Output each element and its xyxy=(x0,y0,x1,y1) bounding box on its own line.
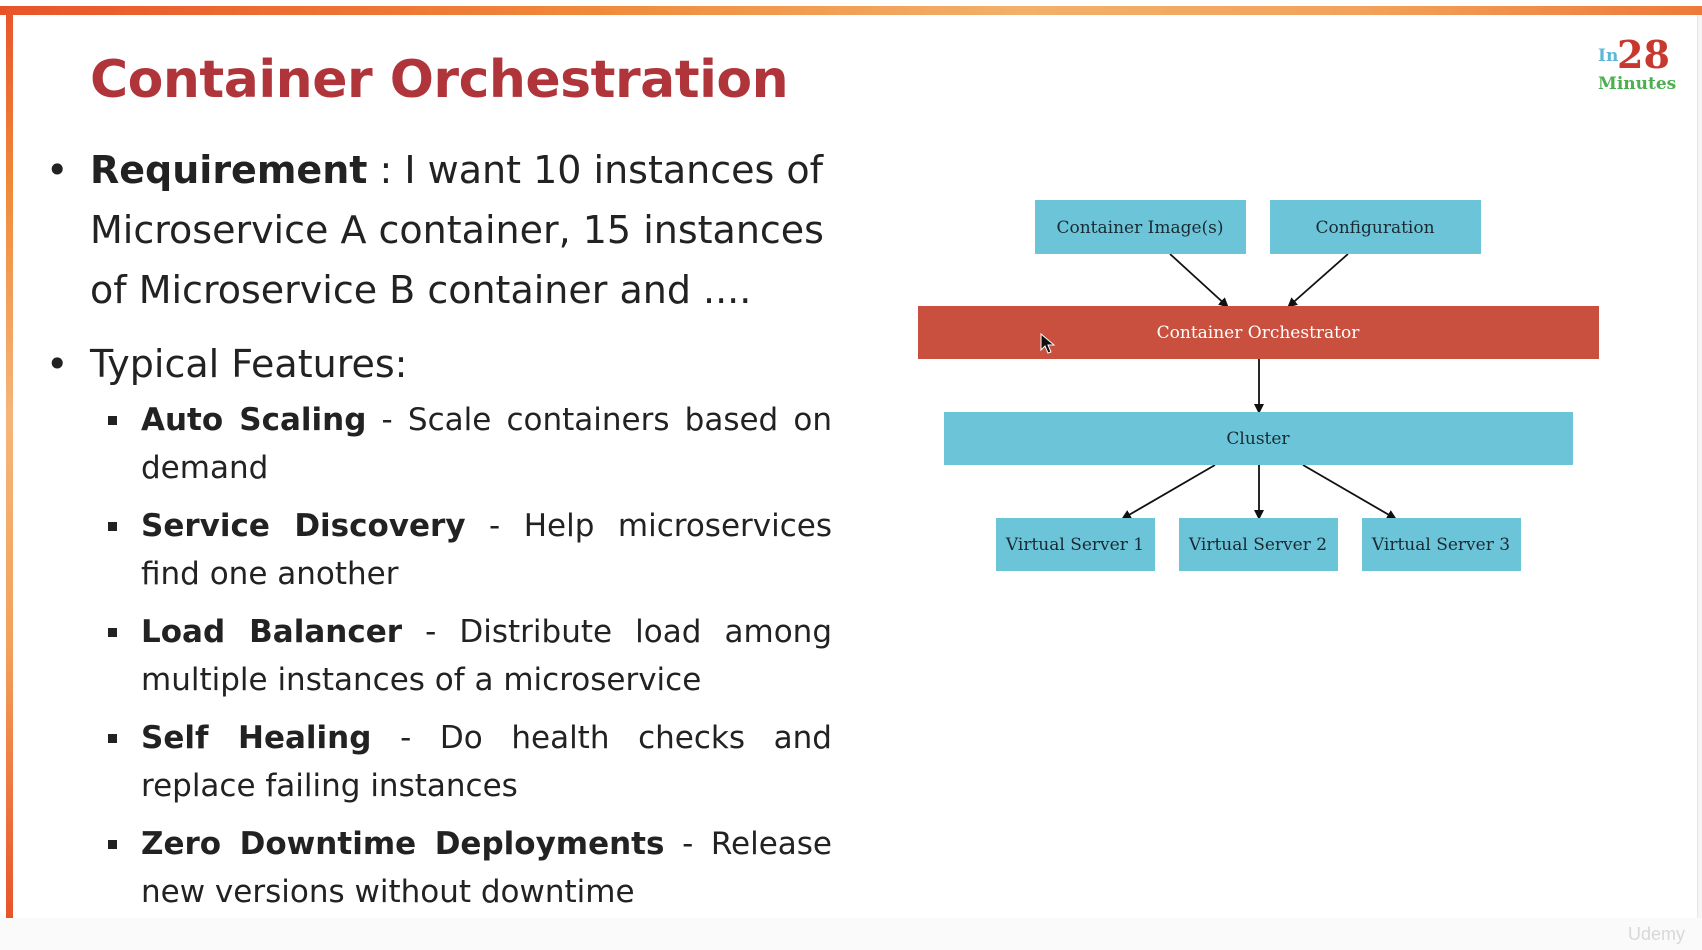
bullet-bold-label: Requirement xyxy=(90,148,368,192)
square-bullet xyxy=(108,522,117,531)
feature-name: Load Balancer xyxy=(141,614,403,650)
feature-item-zero-downtime: Zero Downtime Deployments - Release new … xyxy=(46,820,832,916)
node-container-images: Container Image(s) xyxy=(1035,200,1246,254)
mouse-cursor-icon xyxy=(1040,333,1056,354)
bullet-dot: • xyxy=(46,148,69,192)
square-bullet xyxy=(108,734,117,743)
square-bullet xyxy=(108,416,117,425)
feature-item-service-discovery: Service Discovery - Help microservices f… xyxy=(46,502,832,598)
logo-number: 28 xyxy=(1617,32,1670,77)
node-label: Configuration xyxy=(1315,218,1434,238)
feature-description: - Help microservices find one another xyxy=(141,508,832,592)
node-container-orchestrator: Container Orchestrator xyxy=(918,306,1599,359)
arrow-images-to-orchestrator xyxy=(1169,253,1229,308)
node-label: Cluster xyxy=(1226,429,1290,449)
node-virtual-server-1: Virtual Server 1 xyxy=(996,518,1155,571)
feature-name: Zero Downtime Deployments xyxy=(141,826,665,862)
node-label: Container Orchestrator xyxy=(1157,323,1361,343)
feature-description: - Release new versions without downtime xyxy=(141,826,832,910)
arrow-cluster-to-vs3 xyxy=(1302,464,1397,520)
node-cluster: Cluster xyxy=(944,412,1573,465)
bullet-dot: • xyxy=(46,342,69,386)
bottom-band xyxy=(0,918,1702,950)
feature-name: Service Discovery xyxy=(141,508,466,544)
feature-item-load-balancer: Load Balancer - Distribute load among mu… xyxy=(46,608,832,704)
square-bullet xyxy=(108,840,117,849)
arrow-configuration-to-orchestrator xyxy=(1287,253,1349,308)
bullet-typical-features: • Typical Features: xyxy=(46,334,846,394)
feature-list: Auto Scaling - Scale containers based on… xyxy=(46,396,846,916)
node-virtual-server-3: Virtual Server 3 xyxy=(1362,518,1521,571)
bullet-text: : I want 10 instances of Microservice A … xyxy=(90,148,824,312)
bullet-text: Typical Features: xyxy=(90,342,408,386)
feature-description: - Scale containers based on demand xyxy=(141,402,832,486)
node-virtual-server-2: Virtual Server 2 xyxy=(1179,518,1338,571)
node-label: Container Image(s) xyxy=(1056,218,1223,238)
feature-item-auto-scaling: Auto Scaling - Scale containers based on… xyxy=(46,396,832,492)
logo-suffix: Minutes xyxy=(1598,74,1677,94)
left-accent-bar xyxy=(6,6,13,918)
node-label: Virtual Server 2 xyxy=(1188,535,1327,555)
right-edge xyxy=(1697,15,1702,950)
slide-title: Container Orchestration xyxy=(90,50,789,110)
square-bullet xyxy=(108,628,117,637)
feature-name: Auto Scaling xyxy=(141,402,367,438)
node-label: Virtual Server 1 xyxy=(1005,535,1144,555)
feature-name: Self Healing xyxy=(141,720,372,756)
top-accent-bar xyxy=(0,6,1702,15)
bullet-requirement: • Requirement : I want 10 instances of M… xyxy=(46,140,846,320)
logo-prefix: In xyxy=(1598,46,1619,66)
feature-description: - Distribute load among multiple instanc… xyxy=(141,614,832,698)
arrow-cluster-to-vs1 xyxy=(1121,464,1216,520)
bullet-list: • Requirement : I want 10 instances of M… xyxy=(46,140,846,926)
in28minutes-logo: In 28 Minutes xyxy=(1598,32,1678,98)
node-configuration: Configuration xyxy=(1270,200,1481,254)
udemy-watermark: Udemy xyxy=(1628,924,1686,944)
feature-description: - Do health checks and replace failing i… xyxy=(141,720,832,804)
feature-item-self-healing: Self Healing - Do health checks and repl… xyxy=(46,714,832,810)
node-label: Virtual Server 3 xyxy=(1371,535,1510,555)
